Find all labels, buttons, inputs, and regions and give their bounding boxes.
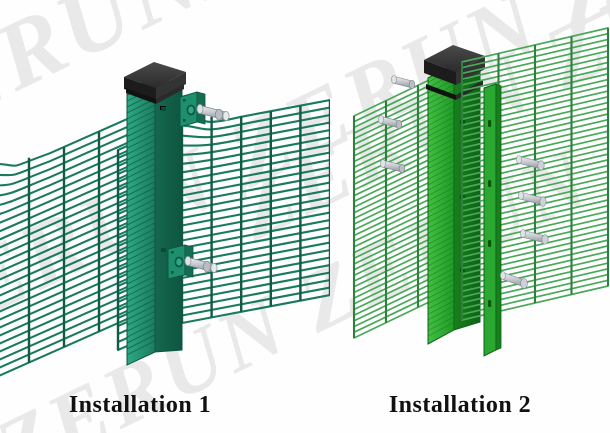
post-cap — [124, 62, 186, 104]
bolt-mid-left — [380, 159, 406, 174]
left-mesh-panel — [0, 114, 136, 377]
lower-bolt — [184, 256, 218, 273]
bolt-right-lower — [520, 229, 549, 245]
bolt-lower-left — [378, 115, 403, 130]
fence-post — [126, 76, 183, 366]
bolt-top-left — [391, 75, 416, 90]
right-mesh-panel — [180, 98, 330, 325]
bolt-clamp-bar — [500, 271, 528, 289]
upper-bolt — [196, 104, 230, 121]
installation-1-figure — [0, 0, 330, 390]
caption-installation-1: Installation 1 — [68, 392, 212, 418]
installation-1-drawing — [0, 62, 330, 377]
bolt-right-upper — [516, 155, 545, 171]
vertical-clamp-bar — [483, 83, 502, 357]
bolt-right-mid — [518, 191, 547, 207]
installation-2-drawing — [352, 27, 610, 357]
installation-2-figure — [320, 0, 610, 390]
caption-installation-2: Installation 2 — [388, 392, 532, 418]
